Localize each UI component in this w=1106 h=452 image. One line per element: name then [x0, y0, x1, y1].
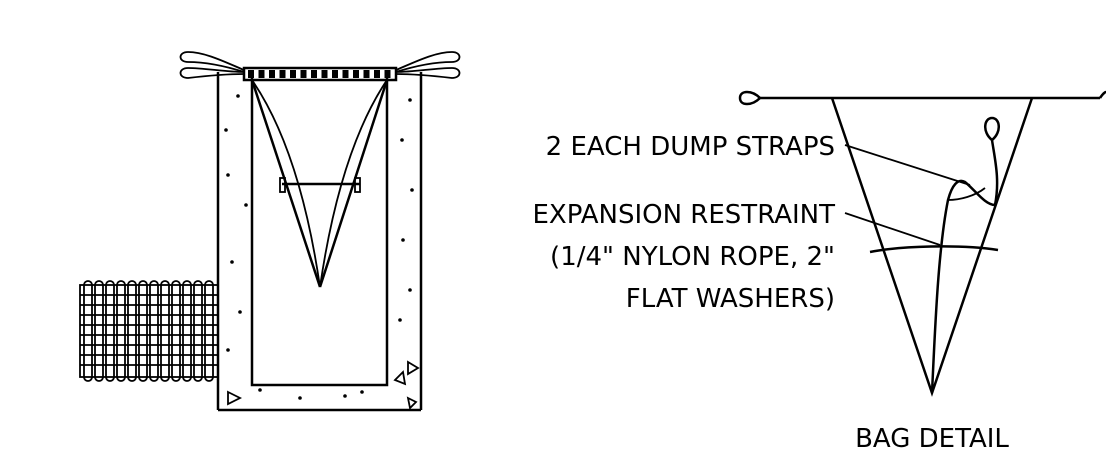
aggregate-triangle [407, 360, 420, 376]
expansion-restraint-label-1: EXPANSION RESTRAINT [532, 200, 835, 230]
corrugated-pipe [79, 280, 219, 382]
expansion-restraint-rope-detail [869, 245, 999, 254]
lift-handles [179, 51, 461, 79]
dump-strap-loop [984, 116, 1000, 141]
expansion-restraint-label-2: (1/4" NYLON ROPE, 2" [550, 242, 835, 272]
grate-bars [248, 70, 391, 78]
concrete-box [216, 66, 423, 412]
rope-loop-left [738, 90, 761, 106]
leader-expansion-restraint [844, 212, 941, 246]
aggregate-triangle [406, 396, 418, 410]
leader-dump-straps [844, 144, 971, 186]
concrete-aggregate [224, 94, 414, 400]
pipe-ridges [80, 280, 218, 382]
grate [242, 66, 398, 82]
rope-loop-right [1098, 90, 1106, 99]
aggregate-triangle [393, 370, 407, 386]
aggregate-triangle [227, 390, 243, 406]
dump-straps-label: 2 EACH DUMP STRAPS [546, 132, 835, 162]
inlet-section-view [79, 51, 461, 412]
dump-strap [930, 139, 999, 394]
bag-detail-title: BAG DETAIL [855, 424, 1009, 452]
inlet-bag [250, 79, 389, 288]
expansion-restraint-label-3: FLAT WASHERS) [626, 284, 835, 314]
bag-detail-view [738, 90, 1106, 397]
